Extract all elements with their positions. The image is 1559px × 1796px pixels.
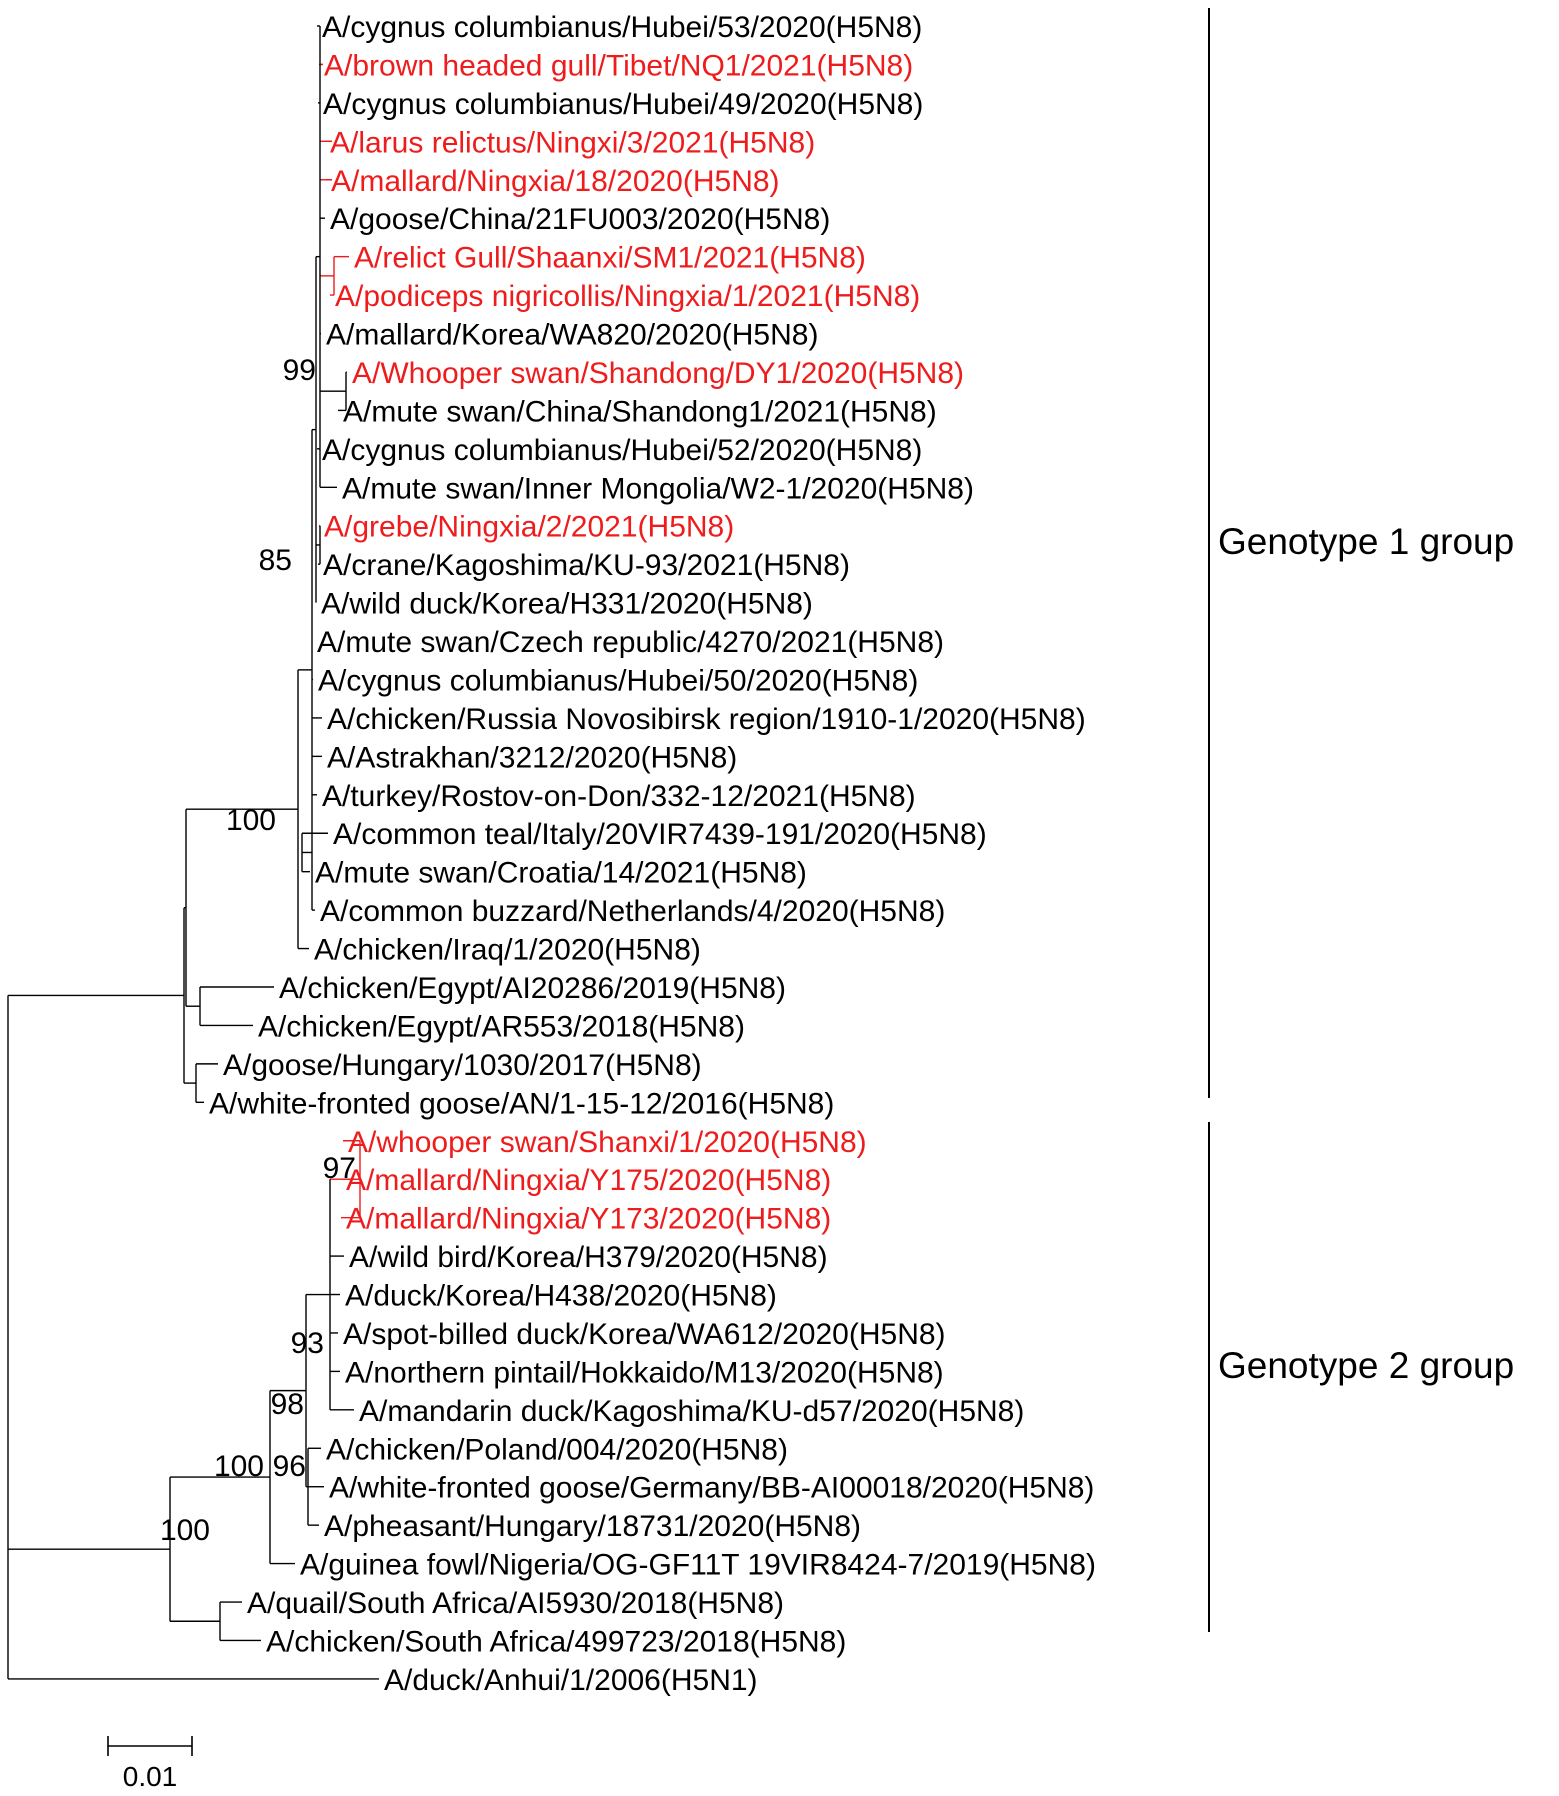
leaf-label: A/grebe/Ningxia/2/2021(H5N8) — [324, 511, 734, 544]
leaf-labels: A/cygnus columbianus/Hubei/53/2020(H5N8)… — [209, 11, 1096, 1697]
bootstrap-value: 98 — [271, 1388, 304, 1421]
leaf-label: A/goose/China/21FU003/2020(H5N8) — [330, 203, 830, 236]
bootstrap-value: 85 — [259, 544, 292, 577]
leaf-label: A/northern pintail/Hokkaido/M13/2020(H5N… — [345, 1356, 944, 1389]
genotype-1-label: Genotype 1 group — [1218, 521, 1514, 562]
scale-bar-label: 0.01 — [123, 1761, 178, 1792]
leaf-label: A/brown headed gull/Tibet/NQ1/2021(H5N8) — [324, 49, 913, 82]
leaf-label: A/spot-billed duck/Korea/WA612/2020(H5N8… — [343, 1318, 946, 1351]
leaf-label: A/chicken/South Africa/499723/2018(H5N8) — [266, 1625, 846, 1658]
leaf-label: A/turkey/Rostov-on-Don/332-12/2021(H5N8) — [322, 780, 916, 813]
leaf-label: A/Whooper swan/Shandong/DY1/2020(H5N8) — [352, 357, 964, 390]
leaf-label: A/guinea fowl/Nigeria/OG-GF11T 19VIR8424… — [300, 1549, 1096, 1582]
leaf-label: A/mallard/Korea/WA820/2020(H5N8) — [326, 319, 818, 352]
leaf-label: A/mallard/Ningxia/Y175/2020(H5N8) — [346, 1164, 831, 1197]
scale-bar: 0.01 — [107, 1736, 193, 1792]
leaf-label: A/crane/Kagoshima/KU-93/2021(H5N8) — [323, 549, 850, 582]
bootstrap-value: 96 — [273, 1450, 306, 1483]
bootstrap-value: 99 — [283, 354, 316, 387]
leaf-label: A/mute swan/China/Shandong1/2021(H5N8) — [343, 395, 937, 428]
leaf-label: A/mallard/Ningxia/Y173/2020(H5N8) — [346, 1203, 831, 1236]
leaf-label: A/cygnus columbianus/Hubei/50/2020(H5N8) — [318, 664, 918, 697]
leaf-label: A/mandarin duck/Kagoshima/KU-d57/2020(H5… — [359, 1395, 1024, 1428]
leaf-label: A/mute swan/Croatia/14/2021(H5N8) — [315, 857, 807, 890]
leaf-label: A/pheasant/Hungary/18731/2020(H5N8) — [324, 1510, 861, 1543]
leaf-label: A/Astrakhan/3212/2020(H5N8) — [327, 741, 737, 774]
leaf-label: A/chicken/Egypt/AR553/2018(H5N8) — [258, 1010, 745, 1043]
leaf-label: A/duck/Anhui/1/2006(H5N1) — [384, 1664, 758, 1697]
leaf-label: A/goose/Hungary/1030/2017(H5N8) — [223, 1049, 702, 1082]
leaf-label: A/common teal/Italy/20VIR7439-191/2020(H… — [333, 818, 987, 851]
leaf-label: A/mute swan/Czech republic/4270/2021(H5N… — [317, 626, 944, 659]
leaf-label: A/white-fronted goose/Germany/BB-AI00018… — [329, 1472, 1094, 1505]
bootstrap-value: 97 — [323, 1152, 356, 1185]
leaf-label: A/chicken/Egypt/AI20286/2019(H5N8) — [279, 972, 786, 1005]
leaf-label: A/cygnus columbianus/Hubei/49/2020(H5N8) — [323, 88, 923, 121]
leaf-label: A/cygnus columbianus/Hubei/53/2020(H5N8) — [322, 11, 922, 44]
leaf-label: A/cygnus columbianus/Hubei/52/2020(H5N8) — [322, 434, 922, 467]
leaf-label: A/common buzzard/Netherlands/4/2020(H5N8… — [320, 895, 945, 928]
leaf-label: A/mute swan/Inner Mongolia/W2-1/2020(H5N… — [342, 472, 974, 505]
leaf-label: A/chicken/Iraq/1/2020(H5N8) — [314, 934, 701, 967]
leaf-label: A/white-fronted goose/AN/1-15-12/2016(H5… — [209, 1087, 834, 1120]
leaf-label: A/chicken/Poland/004/2020(H5N8) — [326, 1433, 788, 1466]
leaf-label: A/wild duck/Korea/H331/2020(H5N8) — [321, 588, 813, 621]
tree-branches — [7, 25, 379, 1680]
bootstrap-value: 100 — [214, 1450, 264, 1483]
leaf-label: A/quail/South Africa/AI5930/2018(H5N8) — [247, 1587, 784, 1620]
leaf-label: A/larus relictus/Ningxi/3/2021(H5N8) — [330, 126, 815, 159]
bootstrap-value: 100 — [226, 804, 276, 837]
leaf-label: A/chicken/Russia Novosibirsk region/1910… — [327, 703, 1086, 736]
leaf-label: A/duck/Korea/H438/2020(H5N8) — [345, 1280, 777, 1313]
leaf-label: A/podiceps nigricollis/Ningxia/1/2021(H5… — [335, 280, 920, 313]
leaf-label: A/mallard/Ningxia/18/2020(H5N8) — [331, 165, 780, 198]
leaf-label: A/relict Gull/Shaanxi/SM1/2021(H5N8) — [354, 242, 866, 275]
leaf-label: A/wild bird/Korea/H379/2020(H5N8) — [349, 1241, 828, 1274]
leaf-label: A/whooper swan/Shanxi/1/2020(H5N8) — [348, 1126, 867, 1159]
bootstrap-value: 100 — [160, 1514, 210, 1547]
bootstrap-value: 93 — [291, 1327, 324, 1360]
genotype-2-label: Genotype 2 group — [1218, 1345, 1514, 1386]
